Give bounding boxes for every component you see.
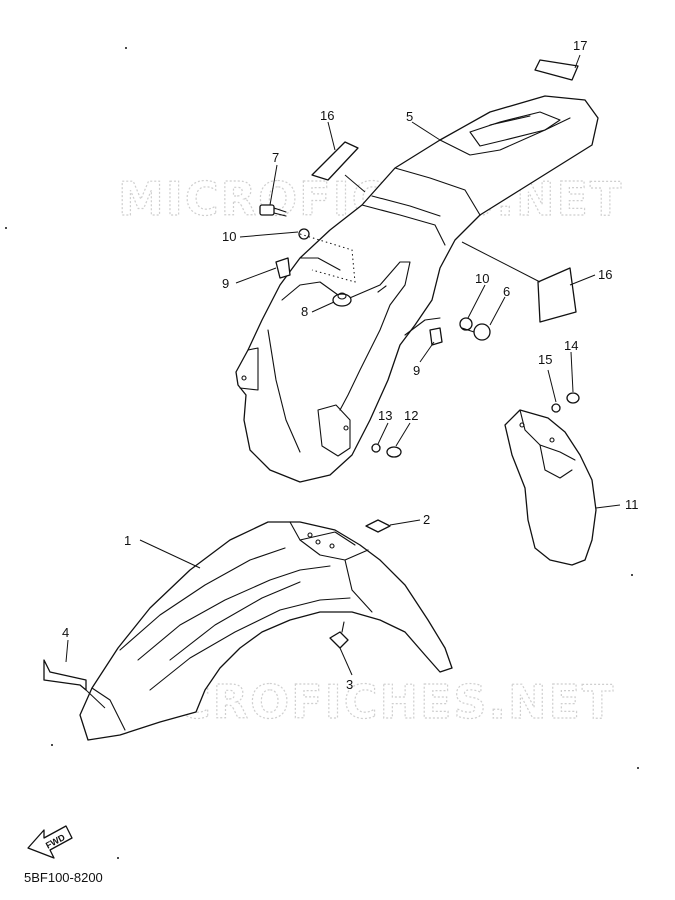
callout-6: 6	[503, 284, 510, 299]
mud-flap[interactable]	[504, 409, 597, 566]
decal-17[interactable]	[534, 59, 579, 81]
callout-8: 8	[301, 304, 308, 319]
washer-13[interactable]	[371, 443, 381, 453]
washer-10-right[interactable]	[459, 317, 473, 331]
bolt-3[interactable]	[329, 621, 349, 649]
rear-fender[interactable]	[235, 95, 599, 483]
callout-14: 14	[564, 338, 578, 353]
drawing-code: 5BF100-8200	[24, 870, 103, 885]
callout-11: 11	[625, 497, 639, 512]
decal-16-right[interactable]	[537, 267, 577, 323]
screw-14[interactable]	[566, 392, 580, 404]
screw-12[interactable]	[386, 446, 402, 458]
callout-4: 4	[62, 625, 69, 640]
callout-10-right: 10	[475, 271, 489, 286]
front-fender[interactable]	[79, 521, 453, 741]
callout-2: 2	[423, 512, 430, 527]
bolt-6[interactable]	[461, 323, 491, 341]
nut-2[interactable]	[365, 519, 391, 533]
callout-15: 15	[538, 352, 552, 367]
callout-17: 17	[573, 38, 587, 53]
callout-3: 3	[346, 677, 353, 692]
grommet-10-left[interactable]	[298, 228, 310, 240]
fwd-arrow-icon: FWD	[27, 825, 73, 859]
callout-16-top: 16	[320, 108, 334, 123]
callout-7: 7	[272, 150, 279, 165]
decal-16-top[interactable]	[311, 141, 359, 181]
callout-10-left: 10	[222, 229, 236, 244]
callout-16-right: 16	[598, 267, 612, 282]
bolt-7[interactable]	[259, 204, 287, 217]
bushing-8[interactable]	[332, 292, 352, 307]
callout-13: 13	[378, 408, 392, 423]
callout-12: 12	[404, 408, 418, 423]
callout-9-left: 9	[222, 276, 229, 291]
clip-9-left[interactable]	[275, 257, 291, 279]
callout-9-right: 9	[413, 363, 420, 378]
washer-15[interactable]	[551, 403, 561, 413]
clip-9-right[interactable]	[429, 327, 443, 346]
decal-4[interactable]	[43, 659, 87, 691]
callout-5: 5	[406, 109, 413, 124]
callout-1: 1	[124, 533, 131, 548]
